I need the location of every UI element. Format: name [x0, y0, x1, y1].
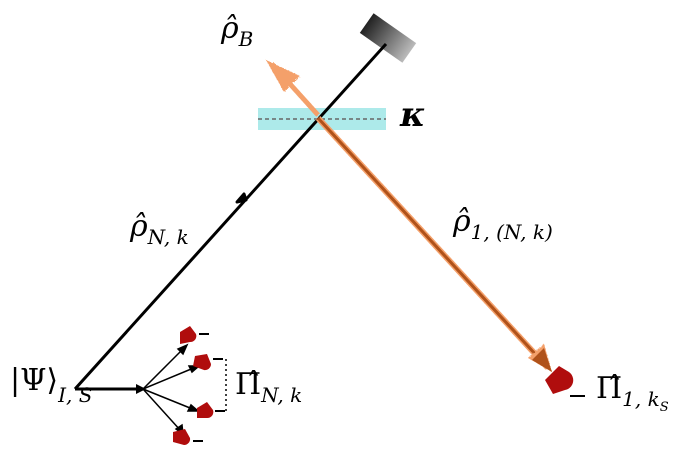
- signal-beam-arrow: [235, 192, 248, 204]
- label-rho-b: ρ̂B: [221, 11, 253, 50]
- label-rho-1nk-sub: 1, (N, k): [470, 220, 553, 244]
- mirror: [359, 13, 417, 63]
- label-pi-nk: Π̂N, k: [235, 367, 302, 406]
- label-pi-1ks-subsub: S: [659, 400, 669, 415]
- detector-icon: [545, 366, 585, 397]
- idler-beam-arrow: [136, 384, 146, 394]
- label-psi-sub: I, S: [58, 383, 93, 407]
- label-kappa: κ: [400, 95, 426, 135]
- label-rho-b-main: ρ̂: [221, 11, 239, 46]
- label-pi-1ks-main: Π̂: [596, 371, 623, 406]
- label-rho-nk-sub: N, k: [147, 225, 189, 249]
- label-psi-main: |Ψ⟩: [10, 363, 59, 398]
- detector-fan: [142, 343, 202, 436]
- label-rho-nk: ρ̂N, k: [130, 209, 189, 248]
- reflected-photon: [315, 115, 552, 372]
- label-rho-1nk: ρ̂1, (N, k): [453, 204, 553, 243]
- detector-leads: [193, 333, 225, 442]
- incoming-photon: [266, 60, 320, 117]
- label-psi: |Ψ⟩I, S: [10, 363, 92, 406]
- label-pi-1ks: Π̂1, kS: [596, 371, 669, 415]
- label-rho-1nk-main: ρ̂: [453, 204, 471, 239]
- label-rho-b-sub: B: [238, 27, 254, 51]
- label-pi-1ks-sub: 1, k: [622, 387, 660, 411]
- label-pi-nk-main: Π̂: [235, 367, 262, 402]
- label-rho-nk-main: ρ̂: [130, 209, 148, 244]
- detector-icon: [173, 326, 214, 446]
- label-pi-nk-sub: N, k: [261, 383, 303, 407]
- signal-beam: [73, 42, 388, 391]
